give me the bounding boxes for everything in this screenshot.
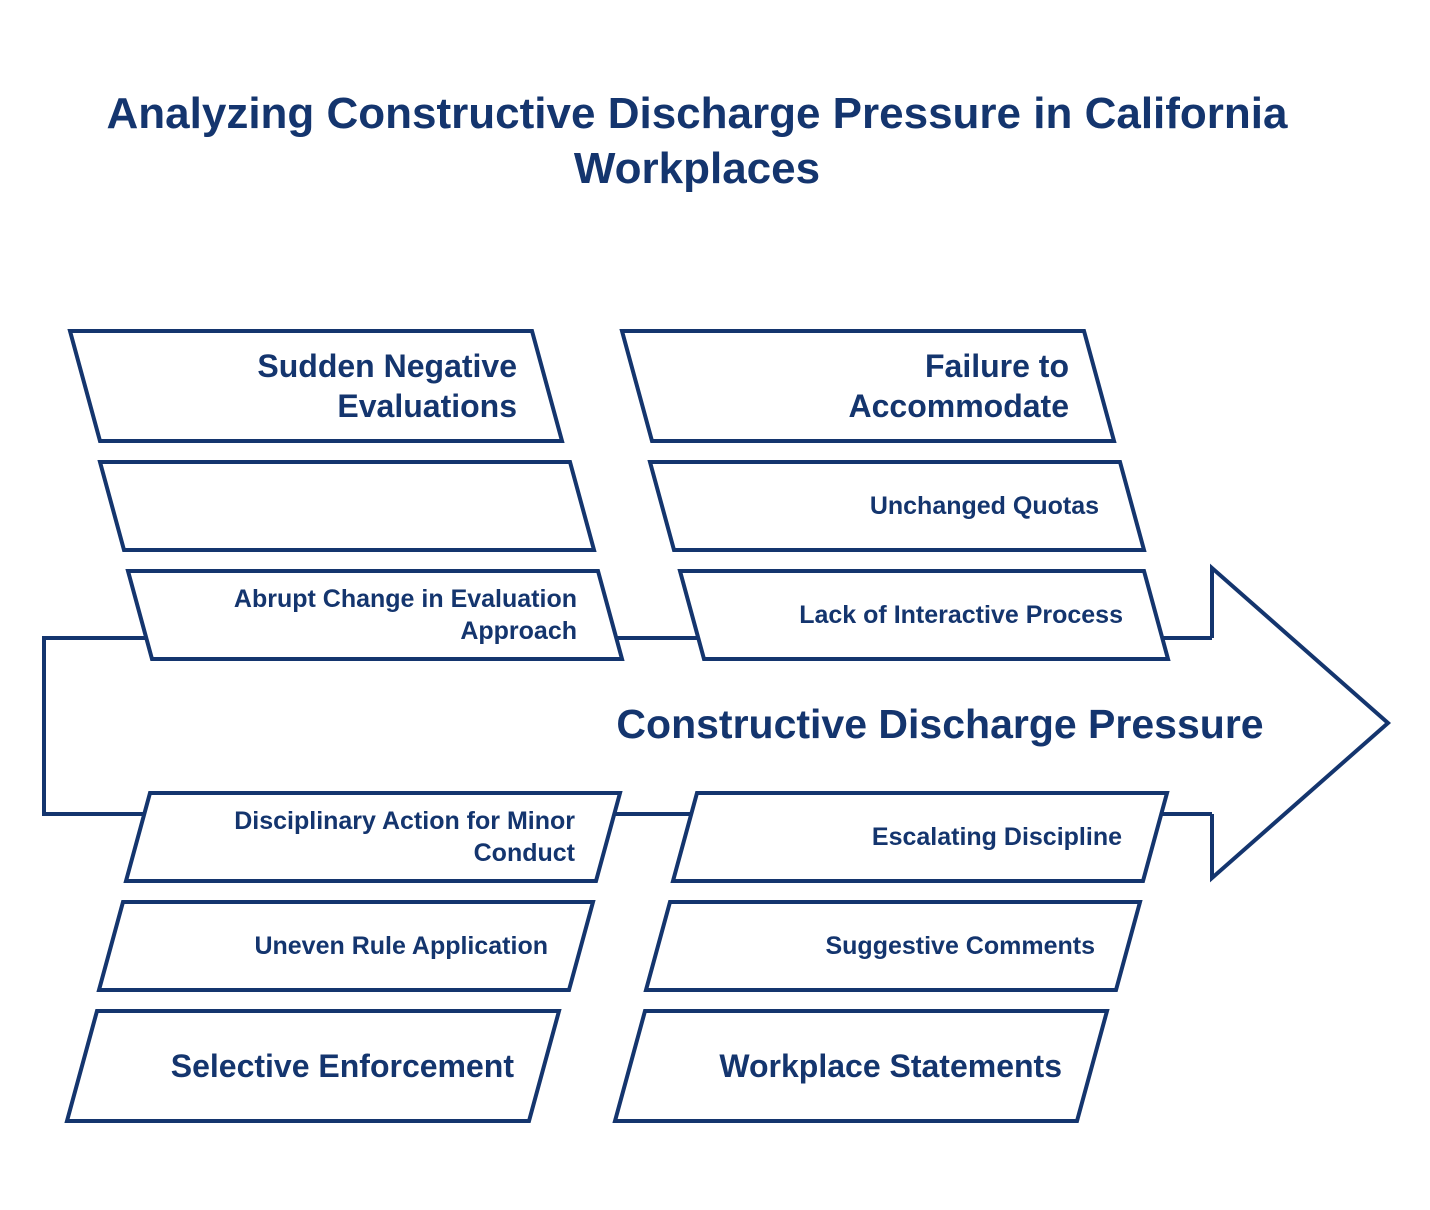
cause-box-empty [97, 460, 597, 552]
cause-box-disciplinary-action [123, 791, 623, 883]
connector-left-bracket [42, 636, 162, 816]
page-title: Analyzing Constructive Discharge Pressur… [0, 86, 1394, 196]
cause-box-unchanged-quotas [647, 460, 1147, 552]
cause-box-uneven-rule-application [96, 900, 596, 992]
label-unchanged-quotas: Unchanged Quotas [869, 491, 1099, 520]
label-sudden-negative-evaluations: Sudden Negative Evaluations [257, 348, 517, 424]
cause-box-failure-to-accommodate [619, 329, 1117, 443]
cause-box-workplace-statements [612, 1009, 1110, 1123]
label-empty-box [100, 462, 594, 550]
label-suggestive-comments: Suggestive Comments [825, 931, 1095, 960]
main-arrow-head [1210, 563, 1392, 883]
label-abrupt-change: Abrupt Change in Evaluation Approach [233, 584, 577, 646]
label-disciplinary-action: Disciplinary Action for Minor Conduct [234, 806, 575, 868]
cause-box-selective-enforcement [64, 1009, 562, 1123]
label-uneven-rule-application: Uneven Rule Application [254, 931, 548, 960]
label-selective-enforcement: Selective Enforcement [170, 1048, 514, 1084]
cause-box-lack-of-interactive-process [677, 569, 1171, 661]
label-workplace-statements: Workplace Statements [719, 1048, 1062, 1084]
page-title-text: Analyzing Constructive Discharge Pressur… [106, 89, 1288, 193]
cause-box-escalating-discipline [670, 791, 1170, 883]
label-escalating-discipline: Escalating Discipline [871, 822, 1122, 851]
center-arrow-label: Constructive Discharge Pressure [616, 700, 1264, 747]
cause-box-sudden-negative-evaluations [67, 329, 565, 443]
cause-box-abrupt-change [125, 569, 625, 661]
label-failure-to-accommodate: Failure to Accommodate [848, 348, 1070, 424]
label-lack-of-interactive-process: Lack of Interactive Process [799, 600, 1123, 629]
cause-box-suggestive-comments [643, 900, 1143, 992]
